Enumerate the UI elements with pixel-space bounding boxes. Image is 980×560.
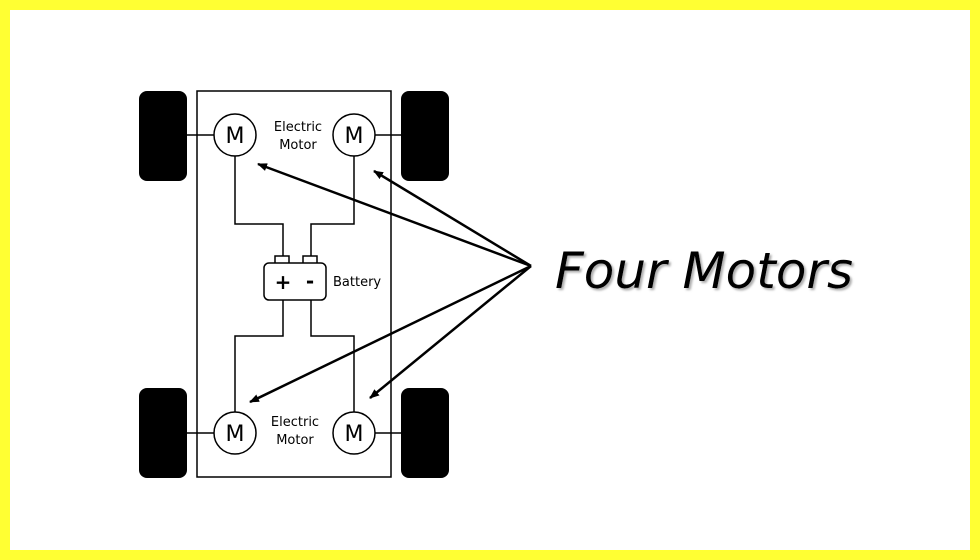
arrow-to-rear-left-motor [249,264,532,404]
wheel-rear-left [139,388,187,478]
motor-symbol: M [345,422,364,447]
arrow-to-front-right-motor [373,169,532,268]
battery: + - [263,255,327,301]
battery-label: Battery [333,275,381,290]
wheel-rear-right [401,388,449,478]
wheel-front-left [139,91,187,181]
wire-bottom-right [310,300,355,412]
battery-body [263,262,327,301]
bottom-motor-label-line2: Motor [276,433,314,448]
motor-front-right: M [332,113,376,157]
battery-minus-symbol: - [306,269,314,293]
wire-bottom-left [234,300,284,412]
chassis-frame [196,90,392,478]
motor-symbol: M [226,124,245,149]
headline: Four Motors [555,242,853,300]
motor-symbol: M [345,124,364,149]
motor-rear-right: M [332,411,376,455]
arrow-to-front-left-motor [257,162,532,268]
arrow-to-rear-right-motor [369,265,532,399]
motor-symbol: M [226,422,245,447]
wire-top-left [234,156,284,258]
motor-front-left: M [213,113,257,157]
wheel-front-right [401,91,449,181]
wire-top-right [310,156,355,258]
bottom-motor-label-line1: Electric [271,415,319,430]
battery-plus-symbol: + [275,270,292,294]
motor-rear-left: M [213,411,257,455]
top-motor-label-line1: Electric [274,120,322,135]
top-motor-label-line2: Motor [279,138,317,153]
